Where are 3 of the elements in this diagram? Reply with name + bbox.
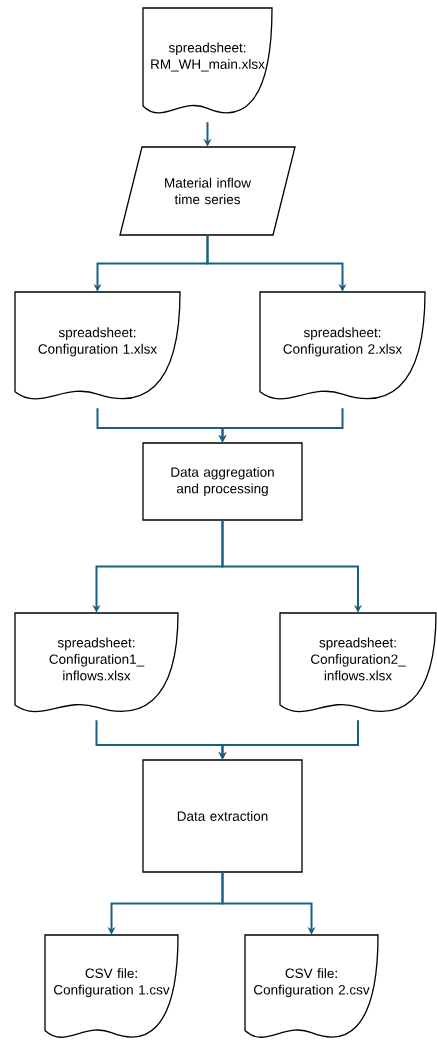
process-box: Data extraction <box>142 759 303 873</box>
data-parallelogram: Material inflow time series <box>119 146 296 236</box>
process-box: Data aggregation and processing <box>142 442 303 521</box>
